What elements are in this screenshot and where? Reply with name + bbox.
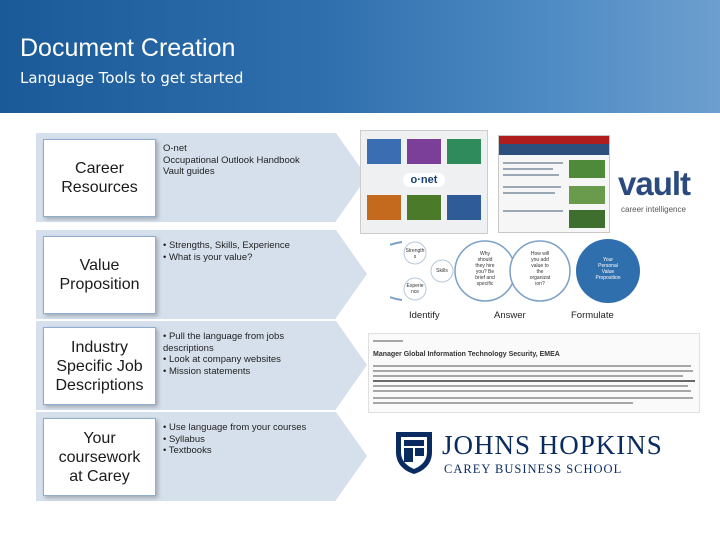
vault-logo: vault career intelligence: [618, 165, 691, 214]
experience-circle: [403, 277, 427, 301]
row-item: • Use language from your courses: [163, 422, 307, 433]
row-description: • Use language from your courses • Sylla…: [163, 422, 333, 457]
row-arrow-industry-job-descriptions: Industry Specific Job Descriptions • Pul…: [36, 321, 367, 410]
row-item: • Pull the language from jobs descriptio…: [163, 331, 285, 354]
circle-text: Your Personal Value Proposition: [595, 257, 621, 281]
circle-text: Why should they hire you? Be brief and s…: [475, 251, 495, 287]
onet-logo: o·net: [403, 173, 445, 187]
row-item: • What is your value?: [163, 251, 253, 263]
diagram-label-identify: Identify: [409, 310, 440, 321]
personal-value-circle: [576, 239, 640, 303]
row-item: Vault guides: [163, 166, 215, 177]
slide-title: Document Creation: [20, 34, 236, 62]
row-item: O-net: [163, 143, 187, 154]
row-item: • Strengths, Skills, Experience: [163, 240, 290, 251]
add-value-circle: [509, 240, 571, 302]
job-description-title: Manager Global Information Technology Se…: [373, 351, 560, 358]
diagram-label-formulate: Formulate: [571, 310, 614, 321]
row-item: Occupational Outlook Handbook: [163, 154, 300, 166]
row-arrow-career-resources: Career Resources O-net Occupational Outl…: [36, 133, 367, 222]
row-description: • Pull the language from jobs descriptio…: [163, 331, 333, 377]
row-label-box: Career Resources: [43, 139, 156, 217]
row-description: • Strengths, Skills, Experience • What i…: [163, 240, 333, 263]
slide-header: Document Creation Language Tools to get …: [0, 0, 720, 113]
row-description: O-net Occupational Outlook Handbook Vaul…: [163, 143, 333, 178]
row-label-box: Industry Specific Job Descriptions: [43, 327, 156, 405]
value-proposition-diagram: [390, 239, 640, 303]
slide-subtitle: Language Tools to get started: [20, 69, 244, 87]
row-label-box: Value Proposition: [43, 236, 156, 314]
circle-text: Experie nce: [406, 283, 424, 295]
row-arrow-value-proposition: Value Proposition • Strengths, Skills, E…: [36, 230, 367, 319]
onet-screenshot: o·net: [360, 130, 488, 234]
row-item: • Mission statements: [163, 365, 251, 377]
johns-hopkins-carey-logo: JOHNS HOPKINS CAREY BUSINESS SCHOOL: [390, 428, 662, 476]
row-item: • Textbooks: [163, 445, 212, 456]
circle-text: How will you add value to the organizat …: [529, 251, 551, 287]
row-item: • Look at company websites: [163, 354, 281, 365]
circle-text: Strength s: [405, 248, 425, 260]
job-description-document: Manager Global Information Technology Se…: [368, 333, 700, 413]
circle-text: Skills: [436, 268, 448, 274]
row-arrow-coursework: Your coursework at Carey • Use language …: [36, 412, 367, 501]
occupational-outlook-screenshot: [498, 135, 610, 233]
strengths-circle: [403, 241, 427, 265]
row-label-box: Your coursework at Carey: [43, 418, 156, 496]
diagram-label-answer: Answer: [494, 310, 526, 321]
jhu-shield-icon: [396, 432, 432, 474]
skills-circle: [430, 259, 454, 283]
row-item: • Syllabus: [163, 433, 205, 445]
